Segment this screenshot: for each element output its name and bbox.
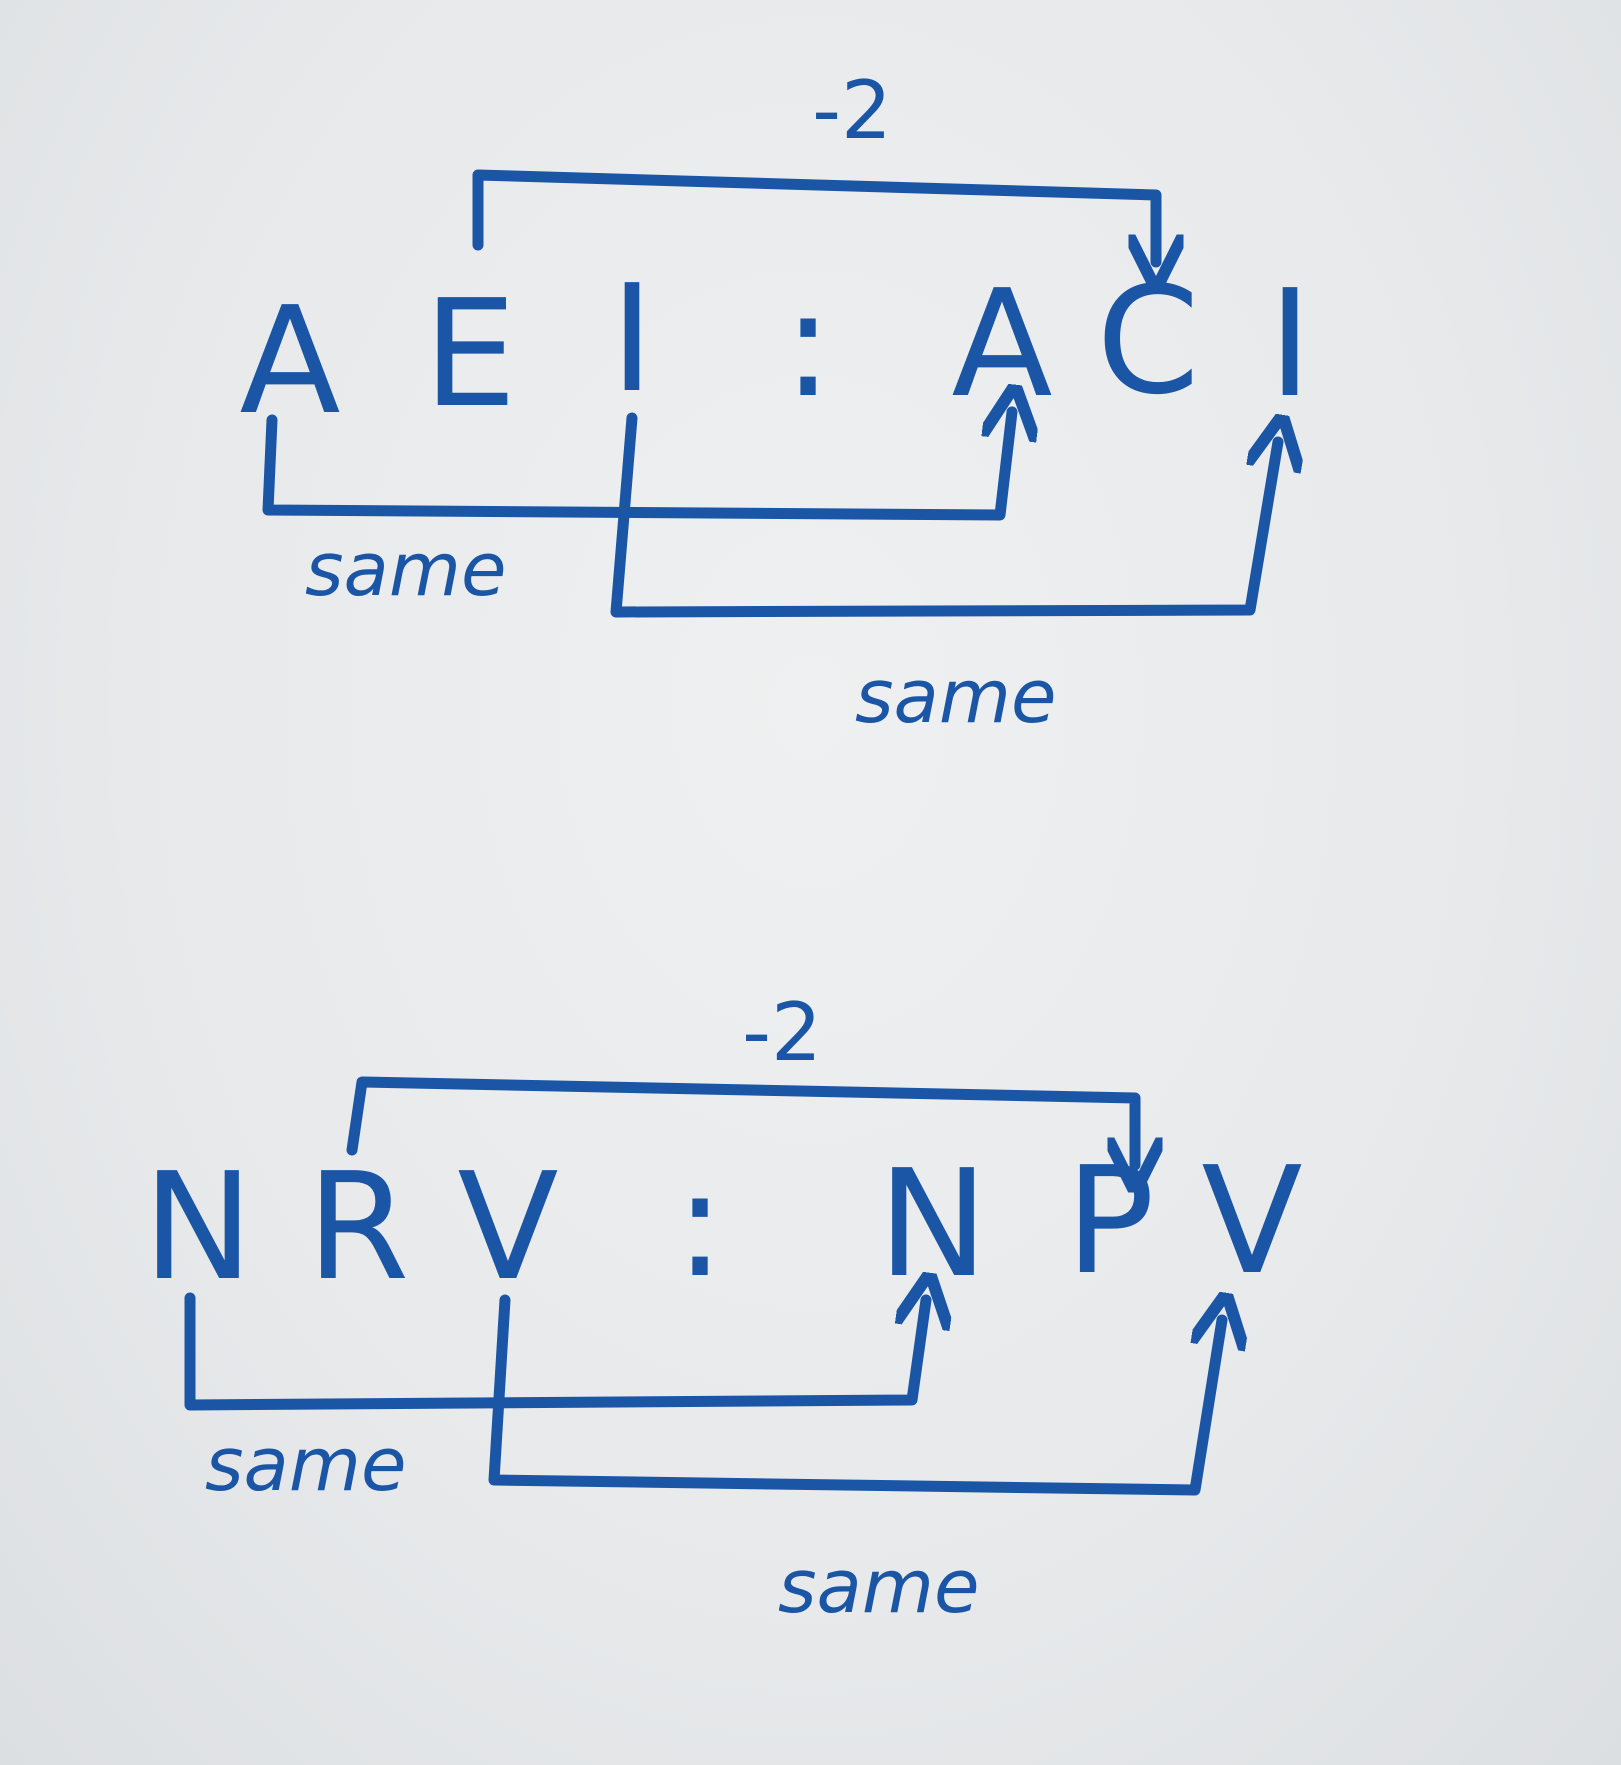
example-2-shift-bracket	[346, 1076, 1135, 1165]
example-1-shift-label: -2	[812, 64, 892, 157]
example-1-first-same-bracket	[262, 412, 1012, 521]
example-1-separator: :	[783, 258, 833, 430]
example-1-right-letter-2: C	[1096, 255, 1199, 427]
example-2-third-same-label: same	[778, 1544, 980, 1630]
example-2-third-same-bracket	[488, 1300, 1222, 1496]
example-2: N R V : N P V -2 same same	[143, 986, 1303, 1630]
example-2-shift-label: -2	[742, 986, 822, 1079]
example-1-left-letter-2: E	[423, 268, 517, 440]
example-1-shift-bracket	[472, 169, 1156, 262]
example-1-right-letter-1: A	[951, 258, 1052, 430]
example-1-left-letter-1: A	[239, 275, 340, 447]
example-1-third-same-bracket	[610, 418, 1278, 618]
example-2-right-letter-3: V	[1201, 1135, 1302, 1307]
example-1: A E I : A C I -2 same same	[239, 64, 1311, 740]
example-2-left-letter-1: N	[143, 1141, 254, 1313]
example-1-right-letter-3: I	[1268, 258, 1312, 430]
example-2-first-same-bracket	[184, 1298, 926, 1411]
example-2-right-letter-2: P	[1065, 1135, 1154, 1307]
example-2-left-letter-2: R	[307, 1141, 410, 1313]
example-2-right-letter-1: N	[878, 1138, 989, 1310]
example-2-first-same-label: same	[205, 1422, 407, 1508]
example-2-left-letter-3: V	[457, 1141, 558, 1313]
example-1-first-same-label: same	[305, 527, 507, 613]
example-2-separator: :	[675, 1138, 725, 1310]
example-1-left-letter-3: I	[610, 253, 654, 425]
example-1-third-same-label: same	[855, 654, 1057, 740]
